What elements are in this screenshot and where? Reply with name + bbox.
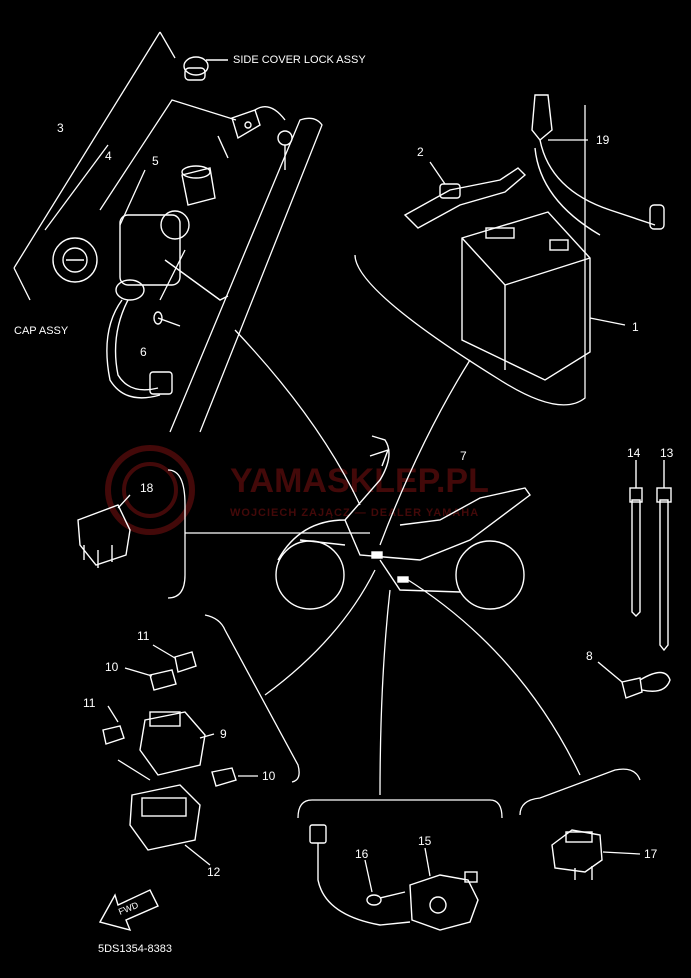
cap-part	[52, 237, 98, 283]
fwd-label: FWD	[117, 900, 140, 917]
callout-14: 14	[627, 446, 641, 460]
clamp-part	[597, 661, 671, 699]
fwd-arrow-icon: FWD	[98, 889, 159, 932]
battery-lead-part	[531, 94, 665, 236]
lock-cylinder-part	[181, 165, 216, 206]
callout-19: 19	[596, 133, 610, 147]
battery-part	[461, 211, 591, 381]
callout-18: 18	[140, 481, 154, 495]
ignition-group	[13, 31, 323, 433]
cable-ties	[629, 460, 672, 652]
watermark-brand: YAMASKLEP.PL	[230, 462, 489, 500]
battery-group	[354, 94, 665, 406]
callout-3: 3	[57, 121, 64, 135]
fuse-group	[102, 614, 300, 866]
callout-10b: 10	[262, 769, 276, 783]
module-part	[551, 829, 603, 880]
watermark-subline: WOJCIECH ZAJĄCZ — DEALER YAMAHA	[230, 507, 479, 519]
bolt-part	[366, 891, 406, 906]
diagram-code: 5DS1354-8383	[98, 943, 172, 955]
watermark: YAMASKLEP.PL WOJCIECH ZAJĄCZ — DEALER YA…	[105, 445, 489, 535]
callout-9: 9	[220, 727, 227, 741]
callout-12: 12	[207, 865, 221, 879]
scooter-silhouette	[275, 435, 531, 610]
connector-part	[309, 824, 411, 926]
callout-6: 6	[140, 345, 147, 359]
part17-group	[519, 768, 641, 880]
callout-5: 5	[152, 154, 159, 168]
sensor-group	[297, 799, 503, 931]
callout-11a: 11	[137, 629, 150, 643]
callout-1: 1	[632, 320, 639, 334]
callout-2: 2	[417, 145, 424, 159]
screw-part	[153, 311, 181, 327]
battery-band-part	[403, 167, 527, 229]
callout-16: 16	[355, 847, 369, 861]
leader-lines	[185, 329, 581, 796]
side-cover-lock-part	[183, 56, 228, 81]
callout-17: 17	[644, 847, 658, 861]
fuse-box-part	[129, 711, 206, 851]
callout-11b: 11	[83, 696, 96, 710]
main-switch-part	[106, 210, 229, 399]
callout-10a: 10	[105, 660, 119, 674]
callout-15: 15	[418, 834, 432, 848]
fuse-parts	[102, 651, 237, 787]
callout-13: 13	[660, 446, 674, 460]
callout-7: 7	[460, 449, 467, 463]
cap-assy-label: CAP ASSY	[14, 325, 69, 337]
switch-part	[409, 871, 479, 931]
side-cover-lock-label: SIDE COVER LOCK ASSY	[233, 54, 366, 66]
callout-8: 8	[586, 649, 593, 663]
callout-4: 4	[105, 149, 112, 163]
part18-group	[77, 469, 186, 599]
relay-part	[77, 504, 131, 568]
key-part	[217, 106, 293, 170]
